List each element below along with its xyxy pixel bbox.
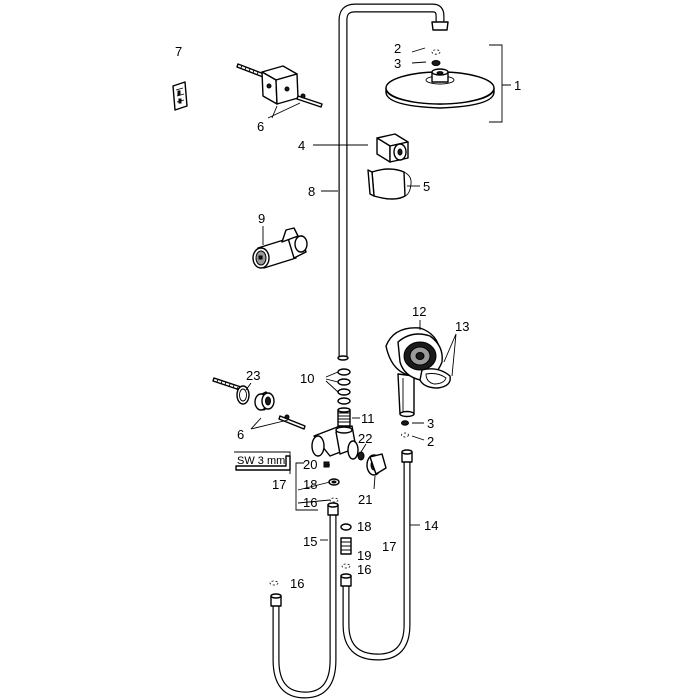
callout-3-top: 3: [394, 56, 402, 71]
callout-10: 10: [300, 371, 315, 386]
lower-wall-ring: [236, 385, 250, 405]
upper-mounting-screw: [236, 63, 265, 78]
callout-leaders-6-top: [267, 102, 301, 119]
threaded-nipple: [337, 407, 351, 434]
callout-leaders-2-3: [411, 47, 427, 441]
callout-17-a: 17: [272, 477, 287, 492]
hose-15: [270, 502, 339, 699]
lower-dowel: [278, 414, 306, 430]
callout-9: 9: [258, 211, 266, 226]
upper-wall-bracket: [261, 65, 299, 105]
allen-key-frame: [234, 451, 291, 474]
callout-7: 7: [175, 44, 183, 59]
callout-1: 1: [514, 78, 522, 93]
callout-5: 5: [423, 179, 431, 194]
callout-23: 23: [246, 368, 261, 383]
callout-16-c: 16: [290, 576, 305, 591]
shower-head-washer: [431, 49, 441, 55]
callout-6-top: 6: [257, 119, 265, 134]
callout-8: 8: [308, 184, 316, 199]
callout-16-b: 16: [357, 562, 372, 577]
callout-bracket-1: [489, 44, 511, 123]
fitting-washer-top: [329, 497, 339, 503]
fitting-washer-left: [269, 580, 279, 586]
diverter-washer: [357, 451, 365, 461]
callout-19: 19: [357, 548, 372, 563]
callout-leaders-6-23: [245, 382, 289, 430]
callout-22: 22: [358, 431, 373, 446]
callout-leaders-16-18: [297, 481, 331, 504]
callout-6-bottom: 6: [237, 427, 245, 442]
callout-17-b: 17: [382, 539, 397, 554]
fitting-seal-top: [328, 478, 340, 486]
hand-shower-slider: [252, 227, 308, 269]
diverter-body: [311, 425, 359, 460]
callout-leaders-20-21-22: [325, 443, 376, 490]
flow-restrictor: [340, 537, 352, 555]
hand-shower-washer: [401, 432, 409, 438]
riser-pipe: [337, 3, 449, 361]
grub-screw: [323, 461, 330, 468]
o-ring-stack: [337, 368, 351, 405]
callout-21: 21: [358, 492, 373, 507]
wall-plate-part: [172, 81, 188, 111]
callout-13: 13: [455, 319, 470, 334]
pipe-holder-bracket: [376, 133, 409, 163]
hose-14: [340, 449, 413, 661]
wrench-size-label: SW 3 mm: [237, 455, 286, 467]
callout-2-bottom: 2: [427, 434, 435, 449]
shower-head-seal: [431, 60, 441, 66]
lower-wall-bracket: [254, 391, 275, 411]
callout-18-a: 18: [303, 477, 318, 492]
callout-12: 12: [412, 304, 427, 319]
callout-2-top: 2: [394, 41, 402, 56]
callout-18-b: 18: [357, 519, 372, 534]
hand-shower-spray-disc: [419, 368, 451, 389]
callout-4: 4: [298, 138, 306, 153]
diverter-knob: [366, 453, 387, 476]
pipe-holder-cover: [367, 168, 412, 200]
overhead-shower: [385, 68, 495, 109]
fitting-seal-lower: [340, 523, 352, 531]
callout-15: 15: [303, 534, 318, 549]
callout-leaders-10: [325, 371, 339, 393]
callout-14: 14: [424, 518, 439, 533]
hand-shower-seal: [401, 420, 409, 426]
callout-bracket-17: [295, 462, 318, 511]
callout-20: 20: [303, 457, 318, 472]
callout-leaders-12-13: [419, 320, 457, 377]
callout-16-a: 16: [303, 495, 318, 510]
fitting-washer-lower: [341, 563, 351, 569]
callout-11: 11: [361, 411, 375, 426]
callout-3-bottom: 3: [427, 416, 435, 431]
upper-dowel: [296, 93, 323, 108]
